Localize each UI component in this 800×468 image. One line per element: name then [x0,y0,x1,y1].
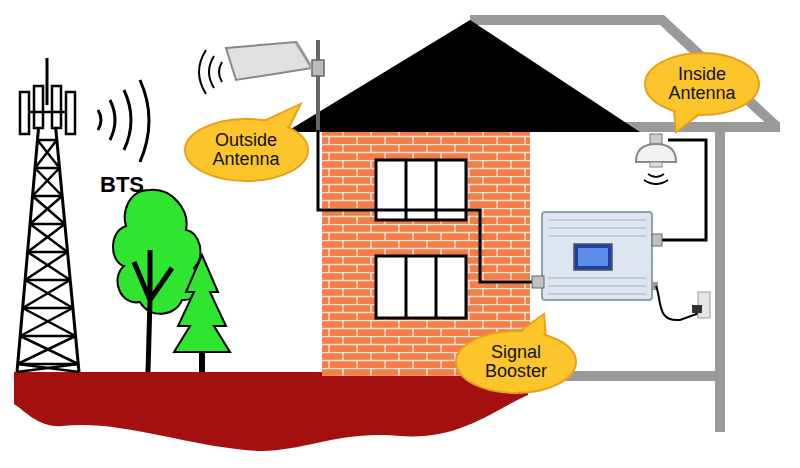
roof [286,20,640,132]
callout-bubble: Inside Antenna [643,51,761,117]
bts-tower [17,58,79,372]
outside-antenna [199,40,324,132]
station-label: BTS [100,172,144,198]
callout-text: Signal Booster [474,343,558,382]
callout-bubble: Outside Antenna [183,117,310,183]
pine-tree [174,255,230,372]
radio-waves [98,80,149,162]
window [376,160,466,318]
callout-bubble: Signal Booster [454,329,578,395]
power-cable [656,286,702,320]
callout-text: Outside Antenna [203,131,289,170]
power-outlet [692,292,710,318]
signal-booster [532,212,662,300]
inside-antenna [636,134,676,184]
ground [14,372,528,451]
callout-text: Inside Antenna [662,65,742,104]
coax-cable [318,130,540,282]
